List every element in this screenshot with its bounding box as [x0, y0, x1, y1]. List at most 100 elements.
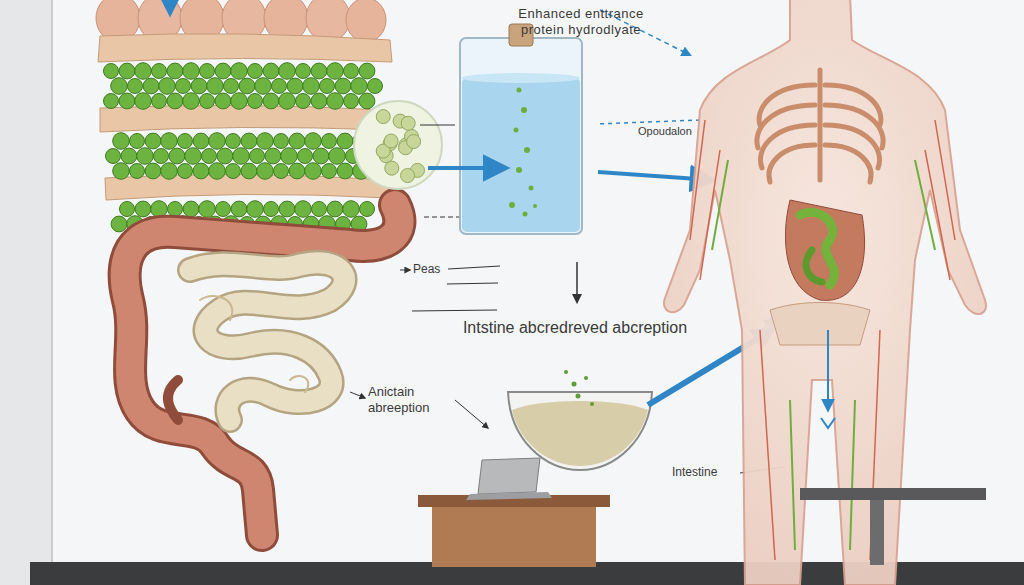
powder-bowl: [508, 370, 652, 470]
pea: [119, 63, 135, 79]
pea: [320, 79, 335, 94]
pea: [327, 93, 344, 110]
pea: [135, 93, 152, 110]
beaker: [460, 24, 582, 234]
tissue-band: [98, 34, 392, 62]
magnified-pea: [384, 134, 398, 148]
flow-arrows: [170, 0, 775, 405]
pea: [176, 79, 191, 94]
pea: [119, 93, 135, 109]
pea: [289, 163, 305, 179]
pea: [143, 78, 159, 94]
pea-layers: [104, 63, 383, 233]
pea: [279, 93, 296, 110]
pea: [311, 93, 327, 109]
pea: [183, 201, 199, 217]
pea: [200, 94, 215, 109]
down-arrow: [827, 330, 829, 410]
pea: [111, 216, 127, 232]
pea: [161, 133, 178, 150]
pea: [145, 133, 161, 149]
pea: [217, 148, 233, 164]
pea: [233, 148, 250, 165]
magnified-pea: [407, 135, 421, 149]
pea: [167, 93, 183, 109]
label: Intstine abcredreved abcreption: [455, 318, 695, 337]
pea: [113, 133, 130, 150]
pea: [200, 64, 215, 79]
human-figure: [664, 0, 986, 585]
pea: [295, 201, 312, 218]
pea: [130, 134, 145, 149]
pea: [104, 94, 119, 109]
label: Anictain abreeption: [368, 384, 460, 415]
pea: [231, 63, 248, 80]
pea: [281, 148, 298, 165]
pea: [272, 79, 287, 94]
pea: [305, 133, 322, 150]
body-intestine: [785, 200, 864, 300]
pea: [154, 149, 169, 164]
pea: [226, 134, 241, 149]
pea: [216, 202, 231, 217]
pea: [311, 63, 327, 79]
pea: [255, 78, 272, 95]
magnified-view: [354, 101, 442, 189]
pelvis: [770, 303, 870, 346]
pea: [274, 164, 289, 179]
pea: [159, 78, 176, 95]
pea: [128, 79, 143, 94]
pea: [313, 148, 329, 164]
pea: [335, 78, 351, 94]
magnified-pea: [385, 161, 399, 175]
colon: [125, 205, 400, 535]
pea: [167, 63, 183, 79]
pea: [226, 164, 241, 179]
pea: [215, 93, 231, 109]
pea: [106, 149, 121, 164]
pea: [274, 134, 289, 149]
pea: [250, 149, 265, 164]
pea: [241, 133, 257, 149]
pea: [312, 202, 327, 217]
pea: [183, 93, 200, 110]
pea: [183, 63, 200, 80]
magnified-peas: [376, 110, 424, 183]
pea: [104, 64, 119, 79]
pea: [263, 63, 279, 79]
pea: [344, 94, 359, 109]
pea: [209, 133, 226, 150]
pea: [359, 93, 375, 109]
pea: [298, 149, 313, 164]
gut-illustration: [96, 0, 442, 535]
pea: [337, 163, 353, 179]
appendix: [168, 380, 178, 420]
desk: [418, 458, 610, 567]
pea: [296, 64, 311, 79]
magnified-pea: [401, 169, 415, 183]
pea: [322, 164, 337, 179]
pea: [145, 163, 161, 179]
pea: [191, 78, 207, 94]
diagram-title: Enhanced enttrance protein hydrodlyate: [506, 6, 656, 37]
pea: [130, 164, 145, 179]
pea: [215, 63, 231, 79]
label: Intestine: [672, 465, 738, 479]
pea: [351, 78, 368, 95]
pea: [121, 148, 137, 164]
label: Peas: [413, 262, 447, 276]
pea: [247, 201, 264, 218]
pea: [263, 93, 279, 109]
pea: [248, 94, 263, 109]
pea: [344, 64, 359, 79]
pea: [279, 63, 296, 80]
pea: [329, 148, 346, 165]
lectern: [800, 488, 986, 565]
pea: [287, 78, 303, 94]
small-intestine: [190, 263, 344, 420]
pea: [241, 163, 257, 179]
pea: [120, 202, 135, 217]
ribcage: [757, 70, 883, 182]
pea: [231, 201, 247, 217]
